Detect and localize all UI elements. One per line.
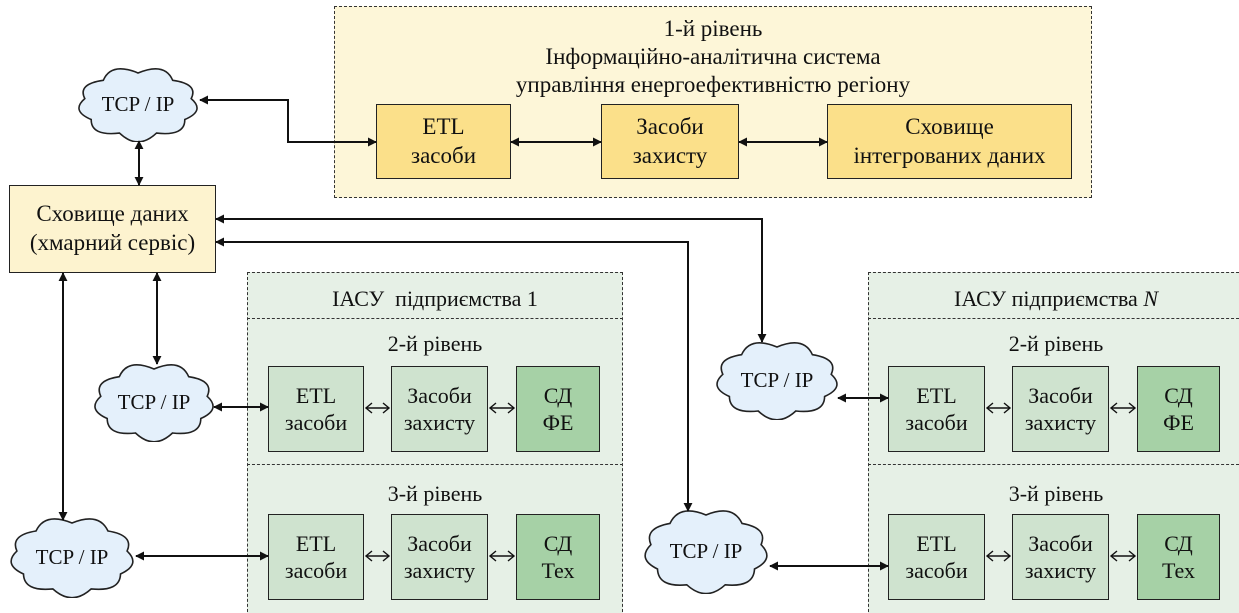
enterprise-n-title: ІАСУ підприємства N <box>954 286 1158 311</box>
cloud-outline <box>716 342 838 420</box>
enterprise-1-title: ІАСУ підприємства 1 <box>332 286 538 311</box>
cloud-icon <box>644 510 768 594</box>
tcp-ip-cloud-top-label: TCP / IP <box>101 91 175 116</box>
level1-title-line1: 1-й рівень <box>663 16 763 41</box>
cloud-outline <box>94 363 214 442</box>
tcp-ip-cloud-enterprise1-l3-label: TCP / IP <box>35 544 109 569</box>
enterprise-n-level3-title: 3-й рівень <box>1008 481 1104 506</box>
enterprise-n-divider-top <box>868 318 1239 319</box>
tcp-ip-cloud-enterprise1-l2-label: TCP / IP <box>117 389 191 414</box>
tcp-ip-cloud-enterprise1-l2: TCP / IP <box>92 362 216 442</box>
cloud-icon <box>716 342 838 420</box>
cloud-icon <box>94 363 214 442</box>
cloud-outline <box>644 510 768 594</box>
enterprise-1-level3-title: 3-й рівень <box>387 481 483 506</box>
level1-title-line2: Інформаційно-аналітична система <box>545 44 881 69</box>
cloud-outline <box>10 518 134 598</box>
enterprise-1-level2-title: 2-й рівень <box>387 331 483 356</box>
tcp-ip-cloud-enterpriseN-l2-label: TCP / IP <box>740 367 814 392</box>
enterprise-n-divider-bottom <box>868 464 1239 465</box>
tcp-ip-cloud-enterpriseN-l3-label: TCP / IP <box>669 538 743 563</box>
enterprise-1-divider-top <box>247 318 623 319</box>
enterprise-1-divider-bottom <box>247 464 623 465</box>
cloud-icon <box>10 518 134 598</box>
level1-title: 1-й рівень Інформаційно-аналітична систе… <box>335 15 1091 99</box>
tcp-ip-cloud-top: TCP / IP <box>76 66 200 142</box>
tcp-ip-cloud-enterpriseN-l2: TCP / IP <box>714 340 840 420</box>
tcp-ip-cloud-enterpriseN-l3: TCP / IP <box>642 508 770 594</box>
level1-title-line3: управління енергоефективністю регіону <box>515 72 911 97</box>
cloud-storage-box: Сховище даних(хмарний сервіс) <box>9 185 216 273</box>
enterprise-n-index: N <box>1143 286 1158 311</box>
enterprise-n-level2-title: 2-й рівень <box>1008 331 1104 356</box>
tcp-ip-cloud-enterprise1-l3: TCP / IP <box>8 516 136 598</box>
